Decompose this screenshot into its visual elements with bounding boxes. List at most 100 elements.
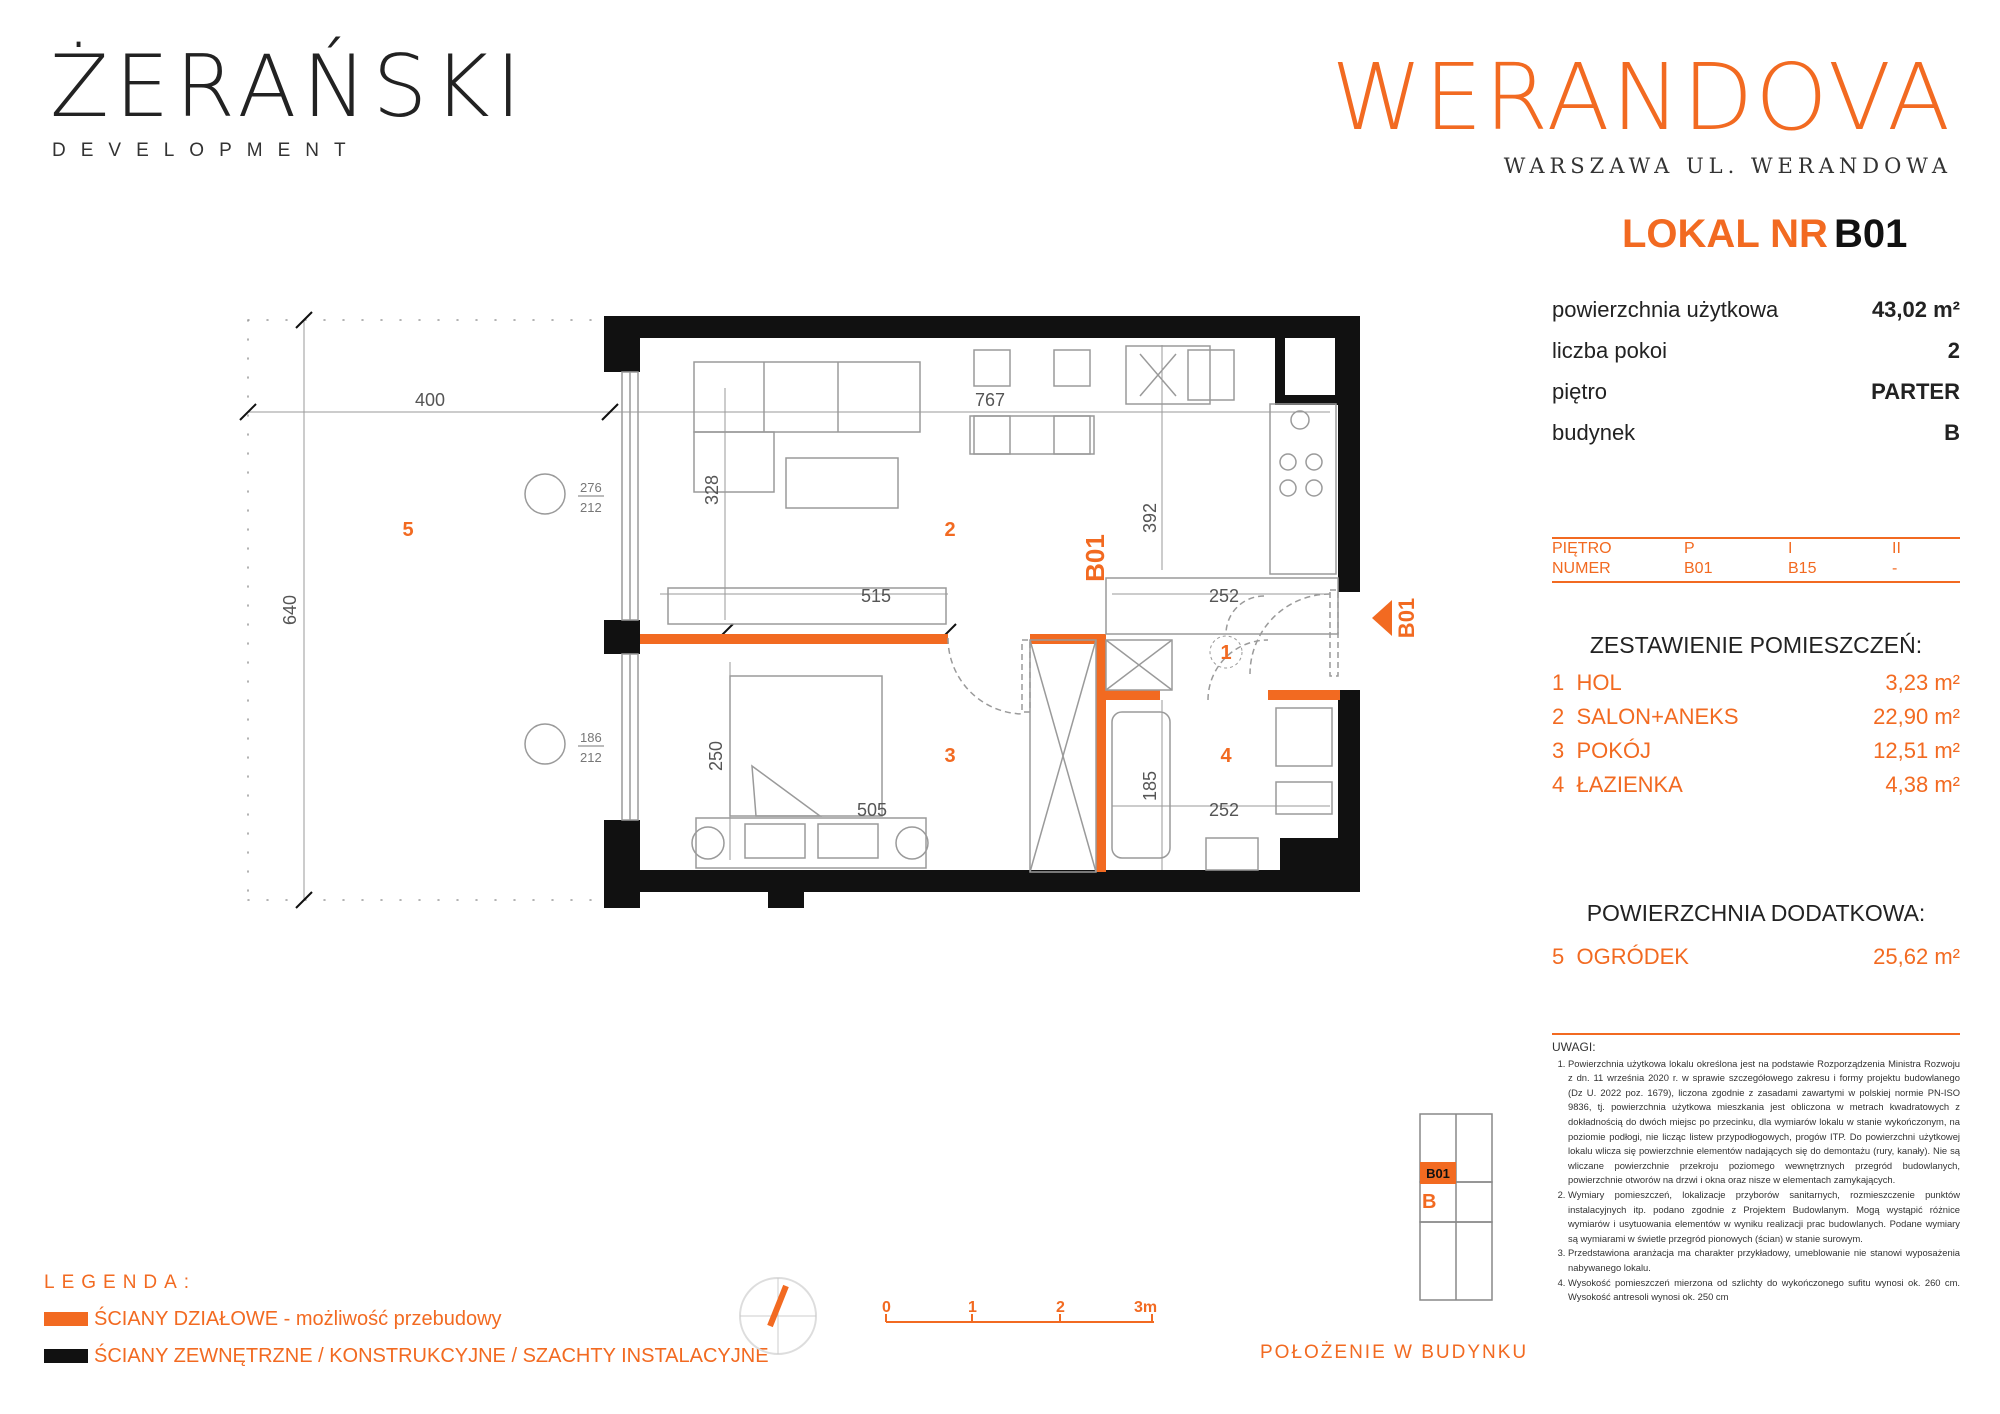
divider bbox=[1552, 537, 1960, 539]
scale-tick: 3m bbox=[1134, 1299, 1157, 1316]
scale-tick: 1 bbox=[968, 1299, 977, 1316]
entrance-arrow-icon bbox=[1372, 600, 1392, 636]
room-area: 22,90 m² bbox=[1873, 704, 1960, 729]
win1-a: 276 bbox=[580, 480, 602, 495]
room-area: 25,62 m² bbox=[1873, 944, 1960, 969]
room-area: 12,51 m² bbox=[1873, 738, 1960, 763]
note-item: Wysokość pomieszczeń mierzona od szlicht… bbox=[1568, 1276, 1960, 1305]
info-value: PARTER bbox=[1871, 379, 1960, 404]
info-row-building: budynek B bbox=[1552, 413, 1960, 453]
floor-cell: B15 bbox=[1788, 560, 1817, 577]
win2-a: 186 bbox=[580, 730, 602, 745]
scale-bar: 0 1 2 3m bbox=[882, 1299, 1157, 1323]
dim-salon-w: 767 bbox=[975, 390, 1005, 410]
furniture bbox=[524, 345, 1339, 873]
room-markers: 1 2 3 4 5 bbox=[402, 519, 1243, 767]
position-label: POŁOŻENIE W BUDYNKU bbox=[1260, 1342, 1529, 1363]
divider bbox=[1552, 581, 1960, 583]
room-area: 4,38 m² bbox=[1885, 772, 1960, 797]
room-marker-1: 1 bbox=[1220, 642, 1231, 664]
legend-item-partition: ŚCIANY DZIAŁOWE - możliwość przebudowy bbox=[44, 1305, 502, 1333]
info-label: powierzchnia użytkowa bbox=[1552, 297, 1779, 322]
room-marker-4: 4 bbox=[1220, 745, 1232, 767]
project-address: WARSZAWA UL. WERANDOWA bbox=[1503, 154, 1952, 178]
info-label: liczba pokoi bbox=[1552, 338, 1667, 363]
dim-salon-w2: 515 bbox=[861, 586, 891, 606]
floor-cell: B01 bbox=[1684, 560, 1713, 577]
info-value: B bbox=[1944, 420, 1960, 445]
room-marker-2: 2 bbox=[944, 519, 955, 541]
building-minimap bbox=[1419, 1113, 1493, 1301]
compass-icon bbox=[739, 1277, 817, 1355]
legend-label: ŚCIANY DZIAŁOWE - możliwość przebudowy bbox=[94, 1307, 502, 1330]
dim-garden-w: 400 bbox=[415, 390, 445, 410]
info-label: piętro bbox=[1552, 379, 1608, 404]
dim-salon-h2: 392 bbox=[1140, 503, 1160, 533]
floor-cell: I bbox=[1788, 540, 1793, 557]
info-row-area: powierzchnia użytkowa 43,02 m² bbox=[1552, 290, 1960, 330]
room-name: OGRÓDEK bbox=[1576, 944, 1689, 969]
windows bbox=[621, 371, 639, 821]
scale-tick: 0 bbox=[882, 1299, 891, 1316]
extra-title: POWIERZCHNIA DODATKOWA: bbox=[1586, 900, 1926, 926]
legend-label: ŚCIANY ZEWNĘTRZNE / KONSTRUKCYJNE / SZAC… bbox=[94, 1344, 769, 1367]
room-name: SALON+ANEKS bbox=[1576, 704, 1739, 729]
floor-cell: P bbox=[1684, 540, 1695, 557]
unit-number: B01 bbox=[1834, 212, 1908, 256]
info-value: 2 bbox=[1947, 338, 1960, 363]
legend-swatch bbox=[44, 1349, 88, 1363]
note-item: Powierzchnia użytkowa lokalu określona j… bbox=[1568, 1057, 1960, 1188]
window-labels: 276 212 186 212 bbox=[578, 480, 604, 765]
notes: UWAGI: Powierzchnia użytkowa lokalu okre… bbox=[1552, 1040, 1960, 1305]
room-marker-3: 3 bbox=[944, 745, 955, 767]
floor-cell: PIĘTRO bbox=[1552, 540, 1612, 557]
dim-garden-h: 640 bbox=[280, 595, 300, 625]
room-marker-5: 5 bbox=[402, 519, 413, 541]
note-item: Przedstawiona aranżacja ma charakter prz… bbox=[1568, 1246, 1960, 1275]
floor-cell: NUMER bbox=[1552, 560, 1611, 577]
unit-tag: B01 bbox=[1080, 534, 1110, 582]
room-name: ŁAZIENKA bbox=[1576, 772, 1683, 797]
legend-item-structural: ŚCIANY ZEWNĘTRZNE / KONSTRUKCYJNE / SZAC… bbox=[44, 1342, 769, 1370]
dim-bath-w: 252 bbox=[1209, 800, 1239, 820]
floor-cell: - bbox=[1892, 560, 1898, 577]
dimension-ticks bbox=[239, 311, 957, 909]
info-row-floor: piętro PARTER bbox=[1552, 372, 1960, 412]
scale-tick: 2 bbox=[1056, 1299, 1065, 1316]
entrance-tag: B01 bbox=[1394, 598, 1419, 638]
rooms-title: ZESTAWIENIE POMIESZCZEŃ: bbox=[1589, 632, 1923, 658]
room-no: 5 bbox=[1552, 944, 1565, 969]
developer-sub: DEVELOPMENT bbox=[52, 140, 361, 161]
note-item: Wymiary pomieszczeń, lokalizacje przybor… bbox=[1568, 1188, 1960, 1246]
developer-logo: ŻERAŃSKI bbox=[50, 37, 528, 137]
room-area: 3,23 m² bbox=[1885, 670, 1960, 695]
project-logo: WERANDOVA bbox=[1331, 44, 1952, 151]
info-label: budynek bbox=[1552, 420, 1636, 445]
doors bbox=[947, 589, 1339, 715]
minimap-building: B bbox=[1422, 1191, 1436, 1213]
minimap-unit: B01 bbox=[1426, 1166, 1450, 1181]
divider bbox=[1552, 1033, 1960, 1035]
extra-row: 5 OGRÓDEK 25,62 m² bbox=[1552, 940, 1960, 974]
info-value: 43,02 m² bbox=[1871, 297, 1960, 322]
legend-swatch bbox=[44, 1312, 88, 1326]
structural-walls bbox=[604, 316, 1360, 908]
dim-hall-w: 252 bbox=[1209, 586, 1239, 606]
info-row-rooms: liczba pokoi 2 bbox=[1552, 331, 1960, 371]
partition-walls bbox=[640, 634, 1340, 872]
dim-salon-h1: 328 bbox=[702, 475, 722, 505]
dim-room-h: 250 bbox=[706, 741, 726, 771]
dim-room-w: 505 bbox=[857, 800, 887, 820]
dim-bath-h: 185 bbox=[1140, 771, 1160, 801]
unit-label: LOKAL NR bbox=[1622, 212, 1828, 256]
garden-boundary bbox=[247, 319, 605, 901]
win1-b: 212 bbox=[580, 500, 602, 515]
room-no: 1 bbox=[1552, 670, 1565, 695]
dimension-labels: 400 640 767 328 392 515 252 250 505 185 … bbox=[280, 390, 1239, 820]
